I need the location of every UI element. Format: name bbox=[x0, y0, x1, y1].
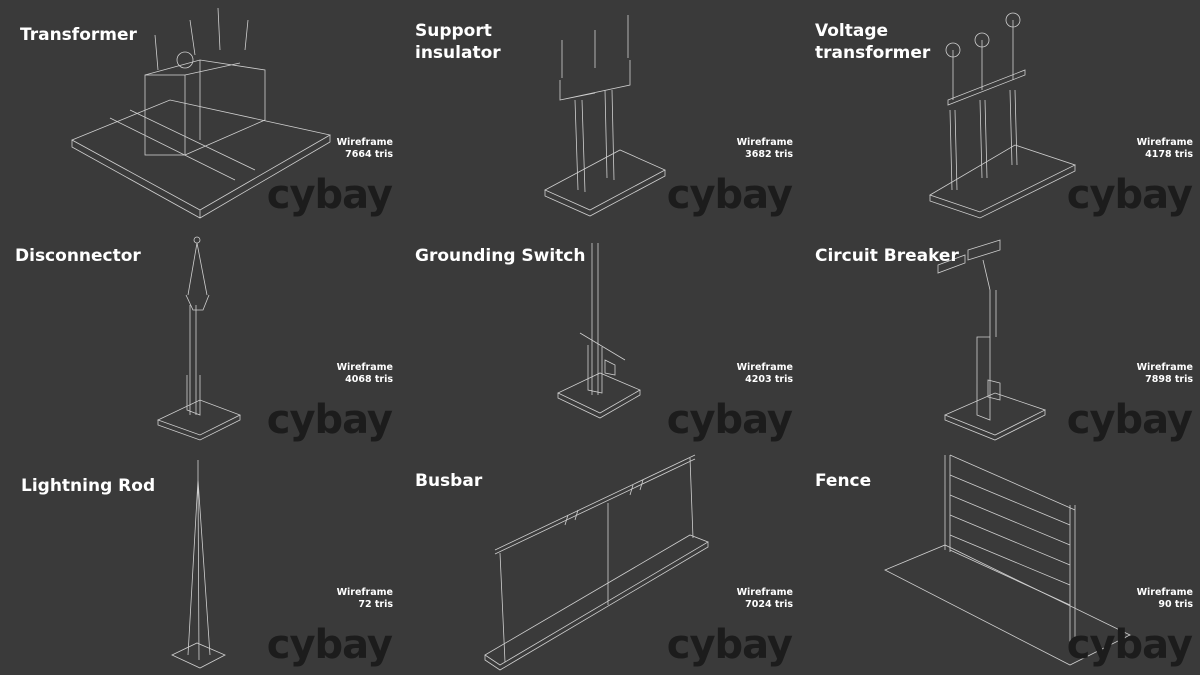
stats-label: Wireframe bbox=[336, 587, 393, 598]
cybay-logo: cybay bbox=[1066, 622, 1193, 668]
stats-label: Wireframe bbox=[336, 137, 393, 148]
cybay-logo: cybay bbox=[1066, 397, 1193, 443]
stats-label: Wireframe bbox=[736, 362, 793, 373]
tris-count: 72 tris bbox=[358, 599, 393, 610]
support-insulator-wireframe bbox=[544, 15, 666, 217]
model-title: Fence bbox=[815, 471, 872, 491]
tris-count: 3682 tris bbox=[745, 149, 793, 160]
cybay-logo: cybay bbox=[1066, 172, 1193, 218]
tris-count: 7898 tris bbox=[1145, 374, 1193, 385]
stats-label: Wireframe bbox=[1136, 137, 1193, 148]
cybay-logo: cybay bbox=[266, 622, 393, 668]
cybay-logo: cybay bbox=[666, 622, 793, 668]
tris-count: 7024 tris bbox=[745, 599, 793, 610]
busbar-wireframe bbox=[484, 454, 709, 671]
tris-count: 7664 tris bbox=[345, 149, 393, 160]
model-title: Voltage transformer bbox=[815, 21, 931, 63]
cybay-logo: cybay bbox=[266, 397, 393, 443]
tris-count: 90 tris bbox=[1158, 599, 1193, 610]
voltage-transformer-wireframe bbox=[929, 12, 1077, 219]
transformer-wireframe bbox=[71, 7, 332, 219]
stats-label: Wireframe bbox=[736, 137, 793, 148]
disconnector-wireframe bbox=[156, 236, 241, 441]
stats-label: Wireframe bbox=[336, 362, 393, 373]
stats-label: Wireframe bbox=[1136, 362, 1193, 373]
lightning-rod-wireframe bbox=[171, 460, 226, 669]
model-title: Grounding Switch bbox=[415, 246, 586, 266]
tris-count: 4178 tris bbox=[1145, 149, 1193, 160]
circuit-breaker-wireframe bbox=[937, 239, 1047, 441]
model-title: Busbar bbox=[415, 471, 483, 491]
model-title: Disconnector bbox=[15, 246, 141, 266]
fence-wireframe bbox=[884, 454, 1131, 666]
model-title: Lightning Rod bbox=[21, 476, 156, 496]
tris-count: 4203 tris bbox=[745, 374, 793, 385]
tris-count: 4068 tris bbox=[345, 374, 393, 385]
model-title: Circuit Breaker bbox=[815, 246, 959, 266]
stats-label: Wireframe bbox=[736, 587, 793, 598]
cybay-logo: cybay bbox=[666, 397, 793, 443]
cybay-logo: cybay bbox=[266, 172, 393, 218]
model-title: Support insulator bbox=[415, 21, 501, 63]
grounding-switch-wireframe bbox=[557, 243, 641, 419]
model-title: Transformer bbox=[20, 25, 137, 45]
stats-label: Wireframe bbox=[1136, 587, 1193, 598]
cybay-logo: cybay bbox=[666, 172, 793, 218]
